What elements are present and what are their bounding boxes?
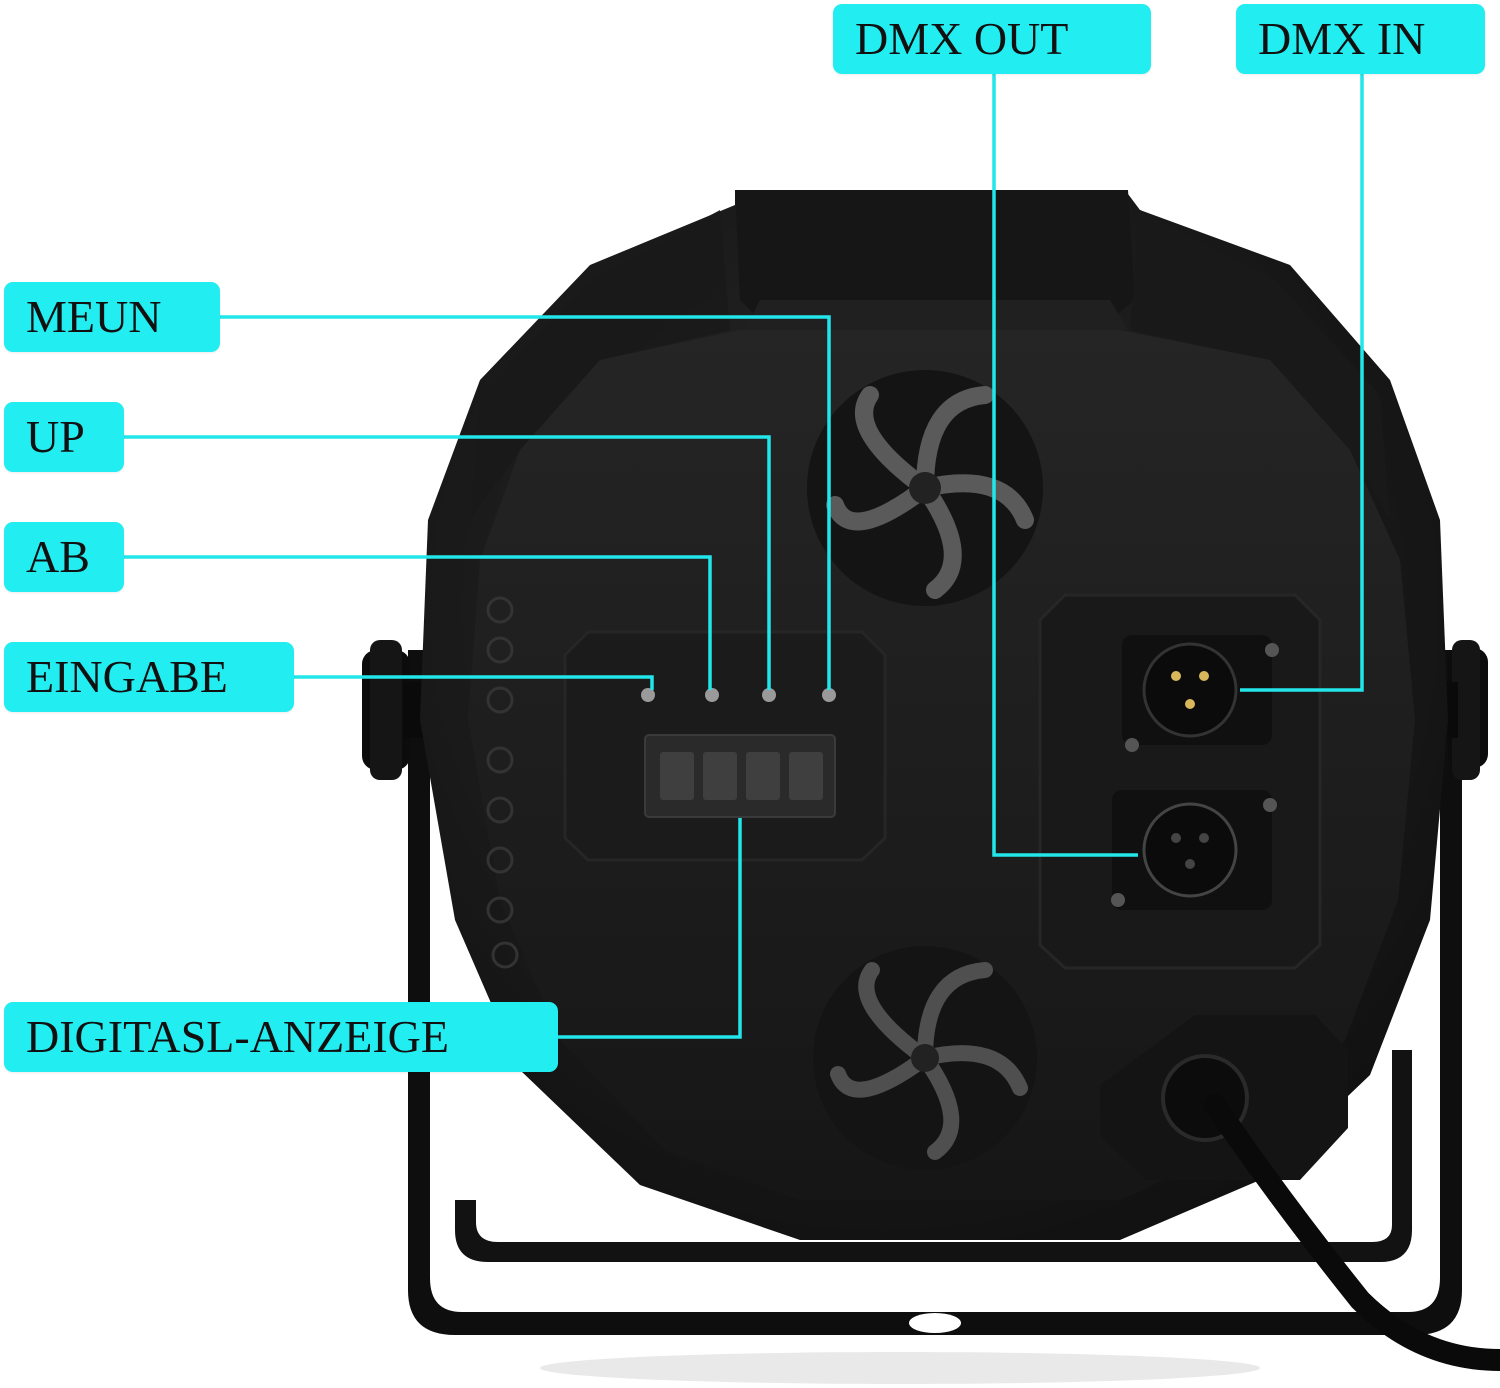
menu-button-dot — [822, 688, 836, 702]
leader-lines — [124, 74, 1364, 1039]
control-panel — [563, 630, 887, 862]
leader-digital — [558, 818, 742, 1039]
leader-dmx-out — [992, 74, 1138, 857]
dmx-out-callout: DMX OUT — [833, 4, 1151, 74]
leader-eingabe — [294, 675, 654, 690]
certification-marks — [486, 596, 519, 969]
dmx-in-connector — [1122, 635, 1279, 752]
leader-dmx-in — [1240, 74, 1364, 692]
power-cable — [1100, 1015, 1500, 1371]
dmx-out-connector — [1111, 790, 1277, 910]
leader-ab — [124, 555, 712, 690]
mounting-bracket — [408, 650, 1462, 1335]
upper-fan — [807, 370, 1043, 606]
up-callout: UP — [4, 402, 124, 472]
left-mount-knob — [362, 640, 428, 780]
fixture-housing — [420, 190, 1448, 1240]
up-button-dot — [762, 688, 776, 702]
digital-display-callout: DIGITASL-ANZEIGE — [4, 1002, 558, 1072]
meun-callout: MEUN — [4, 282, 220, 352]
eingabe-callout: EINGABE — [4, 642, 294, 712]
dmx-in-callout: DMX IN — [1236, 4, 1485, 74]
down-button-dot — [705, 688, 719, 702]
ab-callout: AB — [4, 522, 124, 592]
dmx-panel — [1038, 593, 1322, 970]
lower-fan — [813, 946, 1037, 1170]
bracket-hole — [909, 1313, 961, 1333]
leader-meun — [220, 315, 831, 690]
floor-shadow — [540, 1352, 1260, 1384]
enter-button-dot — [641, 688, 655, 702]
leader-up — [124, 435, 771, 690]
